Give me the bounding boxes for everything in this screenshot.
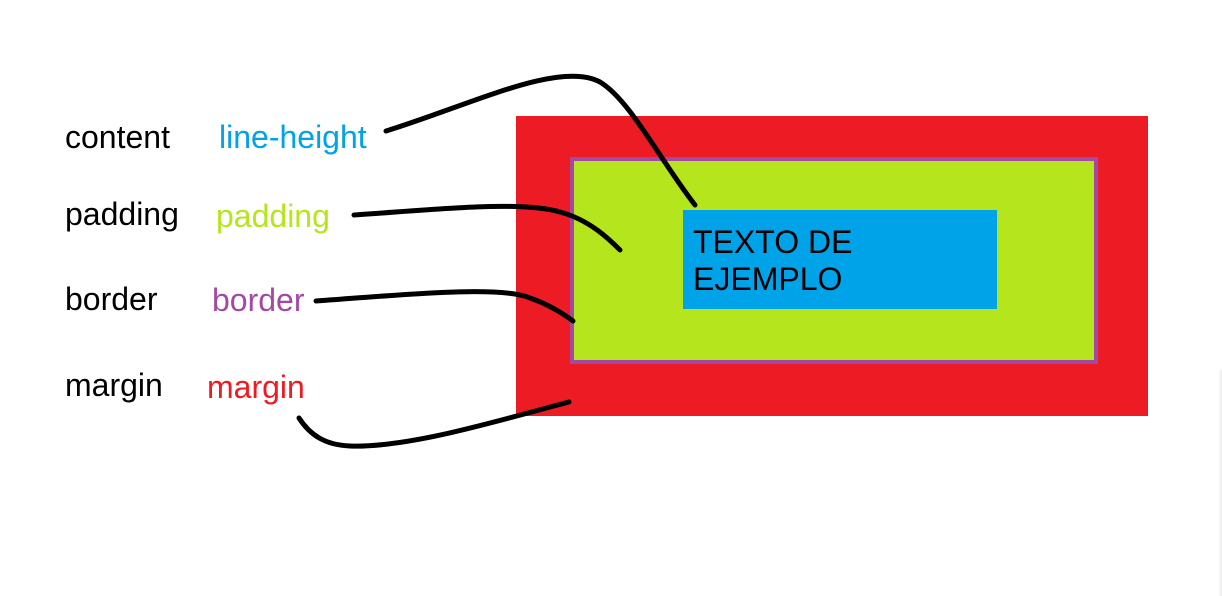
- content-area: TEXTO DE EJEMPLO: [683, 210, 997, 309]
- term-content: content: [65, 119, 170, 155]
- property-border: border: [212, 282, 305, 318]
- term-margin: margin: [65, 367, 163, 403]
- term-padding: padding: [65, 196, 179, 232]
- property-line-height: line-height: [219, 119, 367, 155]
- property-padding: padding: [216, 198, 330, 234]
- window-edge: [1218, 370, 1222, 596]
- sample-text: TEXTO DE EJEMPLO: [693, 224, 853, 297]
- property-margin: margin: [207, 369, 305, 405]
- term-border: border: [65, 281, 158, 317]
